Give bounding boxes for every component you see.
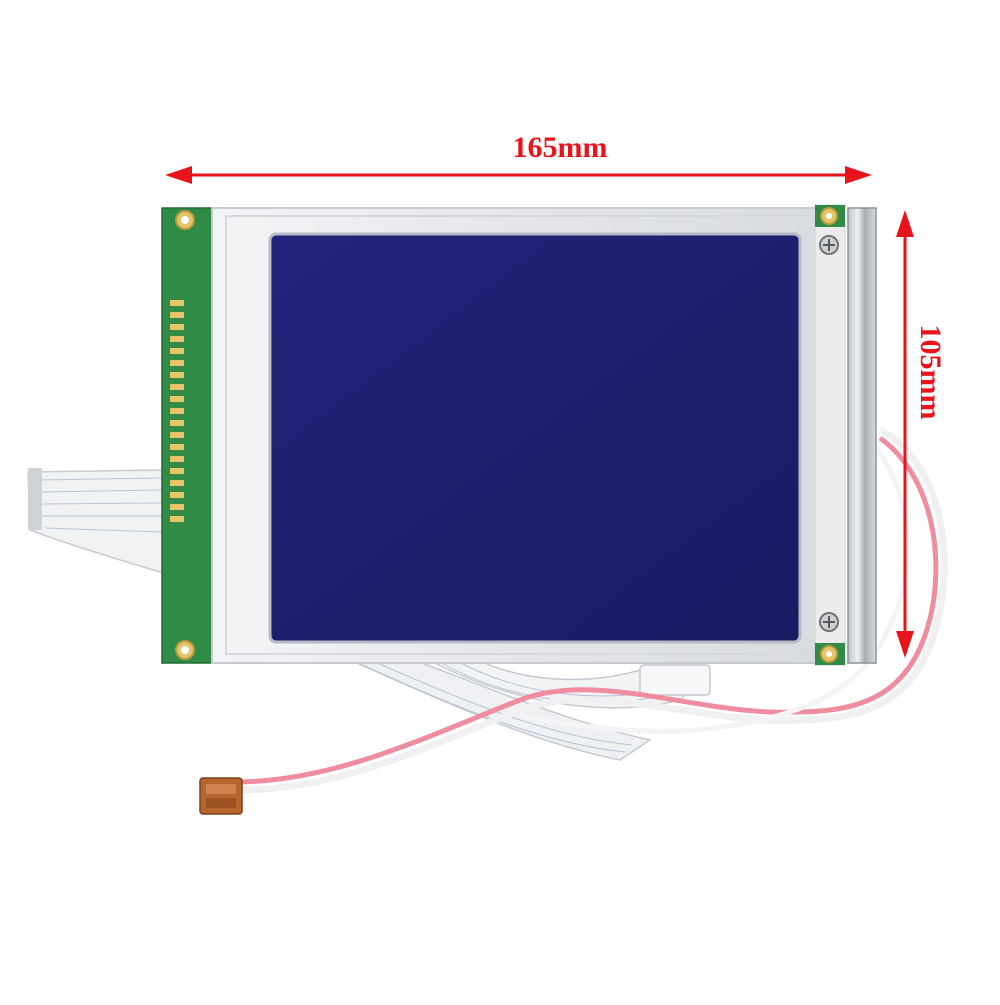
screw-icon xyxy=(819,235,839,255)
double-arrow-horizontal-icon xyxy=(165,166,872,184)
metal-bracket xyxy=(847,207,877,664)
pcb-board xyxy=(161,207,215,664)
width-dimension-label: 165mm xyxy=(512,131,608,164)
height-dimension-label: 105mm xyxy=(914,324,947,420)
screw-icon xyxy=(819,612,839,632)
double-arrow-vertical-icon xyxy=(896,210,914,658)
ribbon-cable-left xyxy=(27,468,166,573)
lcd-screen xyxy=(268,232,802,644)
wire-connector xyxy=(199,777,243,815)
right-pcb-tab xyxy=(814,204,846,666)
